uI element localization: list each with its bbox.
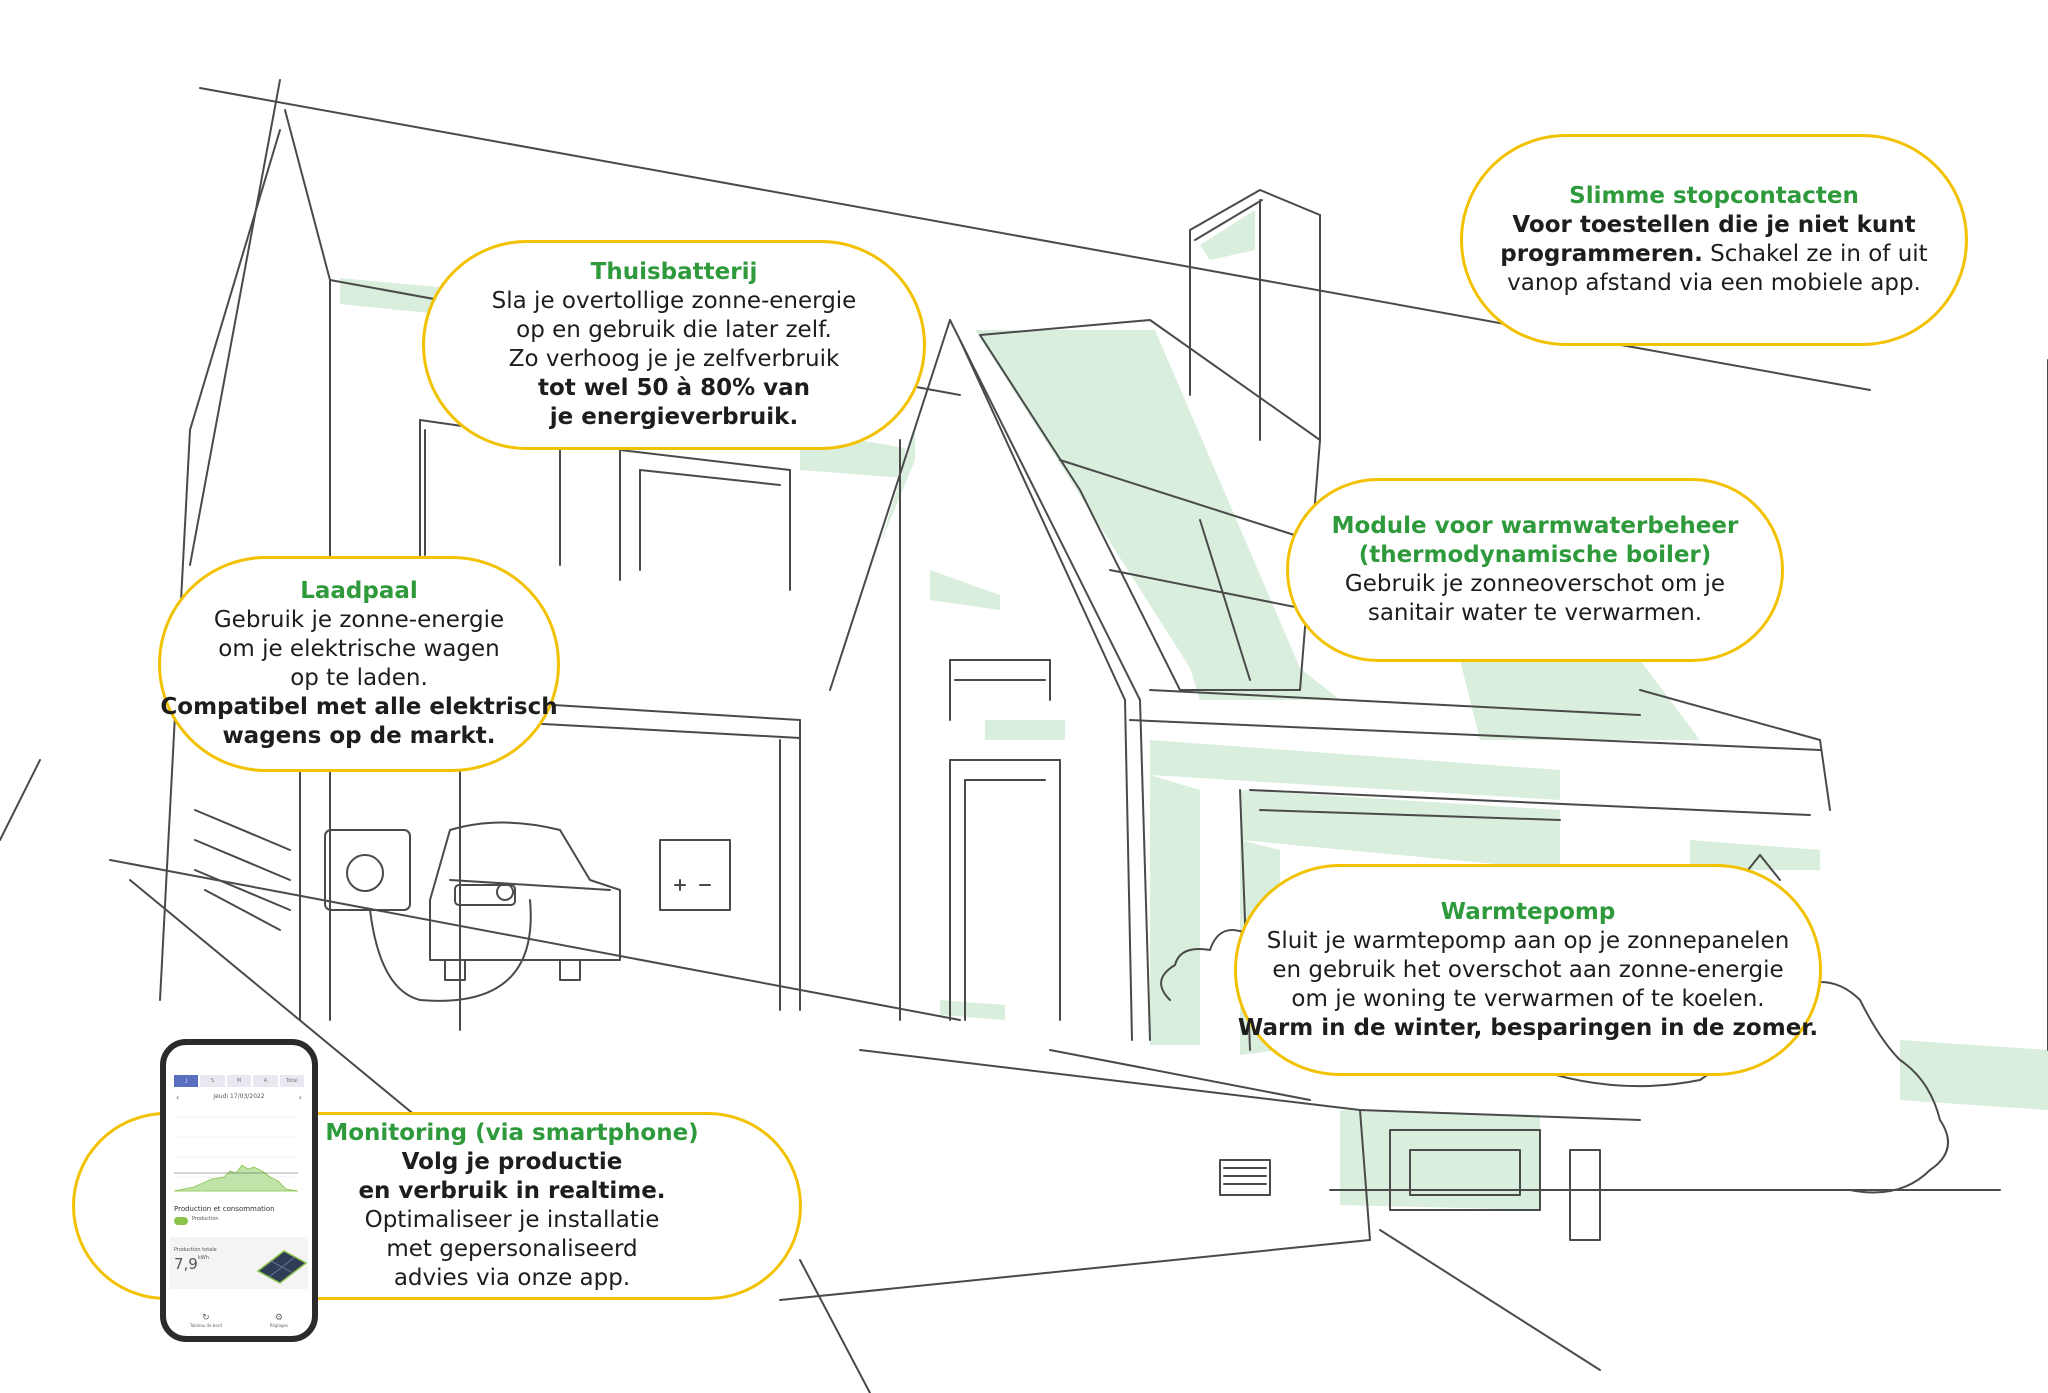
phone-period-tabs: J S M A Total: [174, 1075, 305, 1087]
phone-tab: A: [253, 1075, 278, 1087]
callout-text-line: om je elektrische wagen: [218, 636, 500, 662]
callout-title: Laadpaal: [300, 578, 418, 604]
callout-title: Warmtepomp: [1440, 898, 1616, 925]
callout-title: Module voor warmwaterbeheer: [1331, 513, 1739, 539]
callout-monitoring: Monitoring (via smartphone) Volg je prod…: [72, 1112, 802, 1300]
callout-bold-line: en verbruik in realtime.: [358, 1178, 666, 1204]
callout-bold-line: Volg je productie: [401, 1149, 623, 1175]
chevron-left-icon: ‹: [176, 1093, 180, 1102]
phone-total-number: 7,9: [174, 1255, 198, 1273]
phone-nav-settings: ⚙ Réglages: [270, 1313, 288, 1328]
callout-title: Slimme stopcontacten: [1569, 183, 1859, 209]
phone-toggle: [174, 1217, 188, 1225]
phone-nav-label: Réglages: [269, 1323, 289, 1328]
callout-bold-line: Compatibel met alle elektrisch: [160, 694, 558, 720]
callout-warmwaterbeheer: Module voor warmwaterbeheer (thermodynam…: [1286, 478, 1784, 662]
phone-tab: S: [200, 1075, 225, 1087]
phone-nav-dashboard: ↻ Tableau de bord: [190, 1313, 222, 1328]
callout-text-line: op te laden.: [290, 665, 428, 691]
phone-tab: Total: [279, 1075, 305, 1087]
callout-bold-line: wagens op de markt.: [222, 723, 496, 749]
callout-thuisbatterij: Thuisbatterij Sla je overtollige zonne-e…: [422, 240, 926, 450]
callout-text-line: op en gebruik die later zelf.: [516, 317, 832, 343]
chevron-right-icon: ›: [298, 1093, 302, 1102]
phone-bottom-nav: ↻ Tableau de bord ⚙ Réglages: [166, 1313, 312, 1328]
callout-text-line: Sla je overtollige zonne-energie: [491, 288, 857, 314]
callout-text-line: Optimaliseer je installatie: [364, 1207, 660, 1233]
callout-text-line: Gebruik je zonne-energie: [213, 607, 505, 633]
phone-total-label: Production totale: [174, 1247, 217, 1253]
callout-text-line: sanitair water te verwarmen.: [1367, 600, 1703, 626]
phone-toggle-label: Production: [192, 1216, 219, 1222]
solar-panel-icon: [256, 1250, 308, 1284]
phone-total-unit: kWh: [197, 1255, 209, 1261]
callout-text-line: Gebruik je zonneoverschot om je: [1344, 571, 1726, 597]
callout-bold-line: Voor toestellen die je niet kunt: [1512, 212, 1916, 238]
callout-text-line: vanop afstand via een mobiele app.: [1507, 270, 1921, 296]
callout-bold-line: tot wel 50 à 80% van: [537, 375, 811, 401]
callout-text-line: advies via onze app.: [393, 1265, 631, 1291]
phone-total-value: 7,9kWh: [174, 1255, 209, 1273]
callout-slimme-stopcontacten: Slimme stopcontacten Voor toestellen die…: [1460, 134, 1968, 346]
callout-title: Thuisbatterij: [590, 259, 758, 285]
callout-title: (thermodynamische boiler): [1358, 542, 1712, 568]
callout-bold-line: je energieverbruik.: [549, 404, 799, 430]
phone-date: jeudi 17/03/2022: [213, 1093, 265, 1100]
green-shading: [340, 210, 2048, 1210]
callout-laadpaal: Laadpaal Gebruik je zonne-energie om je …: [158, 556, 560, 772]
refresh-icon: ↻: [202, 1313, 210, 1323]
phone-tab: M: [226, 1075, 252, 1087]
callout-text-line: en gebruik het overschot aan zonne-energ…: [1272, 956, 1784, 983]
callout-text-line: om je woning te verwarmen of te koelen.: [1291, 985, 1765, 1012]
phone-nav-label: Tableau de bord: [189, 1323, 222, 1328]
callout-bold-line: Warm in de winter, besparingen in de zom…: [1237, 1014, 1819, 1041]
settings-icon: ⚙: [274, 1313, 283, 1323]
callout-bold-line: programmeren.: [1500, 241, 1703, 267]
callout-text-line: Schakel ze in of uit: [1702, 241, 1928, 267]
callout-text-line: met gepersonaliseerd: [386, 1236, 638, 1262]
phone-date-nav: ‹ jeudi 17/03/2022 ›: [174, 1093, 304, 1102]
phone-tab: J: [174, 1075, 199, 1087]
callout-title: Monitoring (via smartphone): [325, 1120, 699, 1146]
smartphone-mockup: J S M A Total ‹ jeudi 17/03/2022 › Produ…: [160, 1039, 318, 1342]
callout-text-line: Zo verhoog je je zelfverbruik: [508, 346, 840, 372]
phone-production-graph: [174, 1116, 299, 1192]
phone-section-title: Production et consommation: [174, 1205, 275, 1213]
callout-warmtepomp: Warmtepomp Sluit je warmtepomp aan op je…: [1234, 864, 1822, 1076]
callout-text-line: Sluit je warmtepomp aan op je zonnepanel…: [1266, 927, 1790, 954]
